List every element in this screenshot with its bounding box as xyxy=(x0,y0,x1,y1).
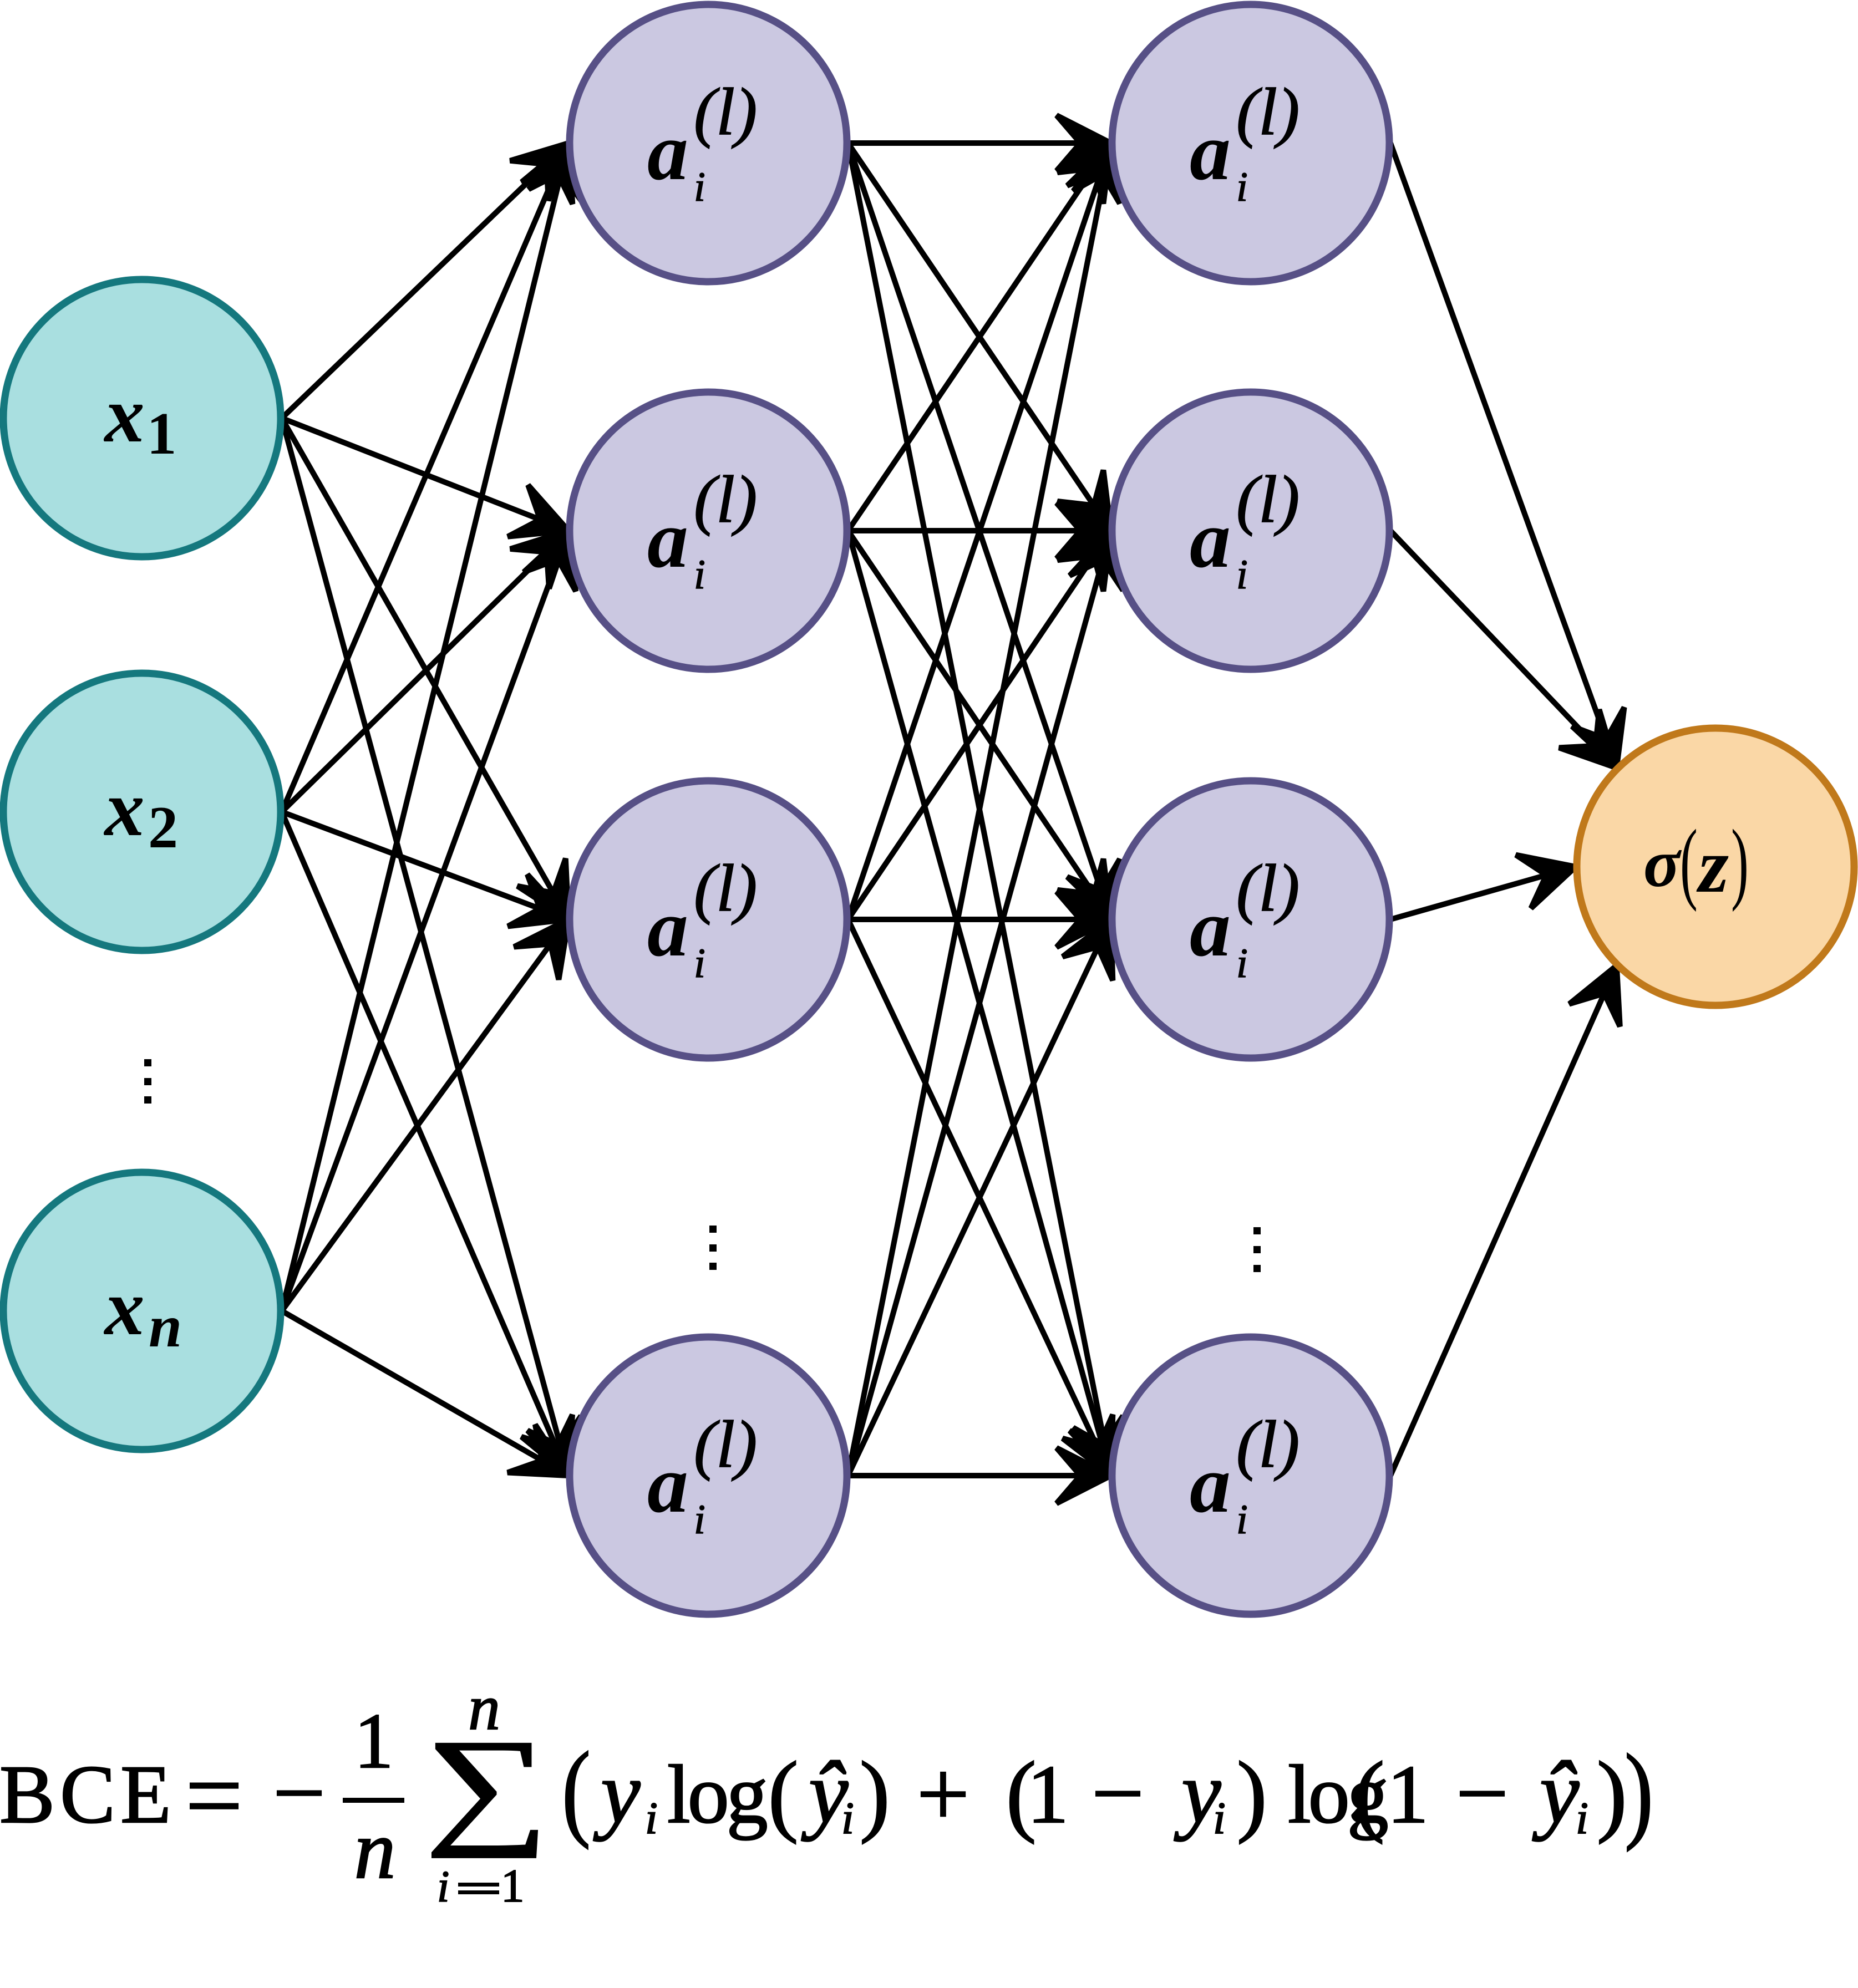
svg-text:=: = xyxy=(185,1739,243,1853)
svg-text:(l): (l) xyxy=(1236,75,1299,149)
svg-text:i: i xyxy=(437,1863,449,1911)
svg-text:(l): (l) xyxy=(694,75,757,149)
svg-text:1: 1 xyxy=(147,401,177,467)
svg-text:log: log xyxy=(667,1748,767,1840)
svg-text:x: x xyxy=(104,765,145,853)
svg-text:i: i xyxy=(694,552,705,598)
svg-text:): ) xyxy=(860,1743,890,1844)
svg-text:(: ( xyxy=(1680,811,1698,912)
svg-text:i: i xyxy=(694,1497,705,1543)
svg-text:a: a xyxy=(647,1439,688,1530)
svg-text:(: ( xyxy=(562,1731,591,1850)
svg-text:a: a xyxy=(1190,106,1231,197)
svg-text:ŷ: ŷ xyxy=(801,1743,849,1842)
svg-text:a: a xyxy=(647,106,688,197)
svg-text:i: i xyxy=(1213,1793,1226,1843)
svg-text:a: a xyxy=(1190,494,1231,585)
svg-text:2: 2 xyxy=(148,795,178,861)
svg-text:(l): (l) xyxy=(694,851,757,926)
svg-text:y: y xyxy=(593,1743,641,1842)
svg-text:i: i xyxy=(841,1793,854,1843)
svg-text:1: 1 xyxy=(354,1697,394,1784)
svg-text:(l): (l) xyxy=(1236,851,1299,926)
svg-text:x: x xyxy=(104,371,145,459)
svg-text:a: a xyxy=(647,494,688,585)
svg-text:): ) xyxy=(1237,1743,1267,1844)
svg-text:z: z xyxy=(1697,823,1729,909)
svg-text:1: 1 xyxy=(1027,1748,1069,1840)
svg-text:i: i xyxy=(694,940,705,987)
svg-text:): ) xyxy=(1597,1743,1627,1844)
svg-text:−: − xyxy=(273,1741,326,1845)
svg-text:i: i xyxy=(645,1793,658,1843)
svg-text:i: i xyxy=(1576,1793,1588,1843)
svg-text:a: a xyxy=(1190,883,1231,974)
svg-text:(l): (l) xyxy=(1236,1407,1299,1482)
svg-text:a: a xyxy=(1190,1439,1231,1530)
svg-text:(: ( xyxy=(1006,1743,1037,1844)
svg-text:−: − xyxy=(1456,1741,1509,1845)
svg-text:1: 1 xyxy=(1387,1748,1429,1840)
svg-text:(: ( xyxy=(768,1743,799,1844)
svg-text:a: a xyxy=(647,883,688,974)
svg-text:): ) xyxy=(1625,1733,1653,1852)
svg-text:n: n xyxy=(354,1804,396,1896)
svg-text:x: x xyxy=(104,1264,145,1352)
svg-text:(l): (l) xyxy=(1236,462,1299,537)
svg-text:log: log xyxy=(1288,1748,1388,1840)
svg-text:i: i xyxy=(1236,164,1248,210)
svg-text:(l): (l) xyxy=(694,1407,757,1482)
svg-text:+: + xyxy=(917,1742,970,1846)
svg-text:σ: σ xyxy=(1643,825,1682,901)
svg-text:i: i xyxy=(1236,552,1248,598)
svg-text:∑: ∑ xyxy=(425,1714,549,1858)
svg-text:): ) xyxy=(1731,811,1749,912)
svg-text:−: − xyxy=(1092,1741,1145,1845)
svg-text:y: y xyxy=(1174,1743,1221,1842)
svg-text:ŷ: ŷ xyxy=(1532,1743,1580,1842)
svg-text:i: i xyxy=(694,164,705,210)
svg-text:1: 1 xyxy=(501,1860,525,1912)
svg-text:i: i xyxy=(1236,940,1248,987)
svg-text:n: n xyxy=(149,1294,182,1360)
svg-text:(l): (l) xyxy=(694,462,757,537)
svg-text:(: ( xyxy=(1354,1743,1385,1844)
svg-text:n: n xyxy=(468,1672,500,1743)
svg-text:i: i xyxy=(1236,1497,1248,1543)
svg-text:BCE: BCE xyxy=(0,1748,176,1840)
